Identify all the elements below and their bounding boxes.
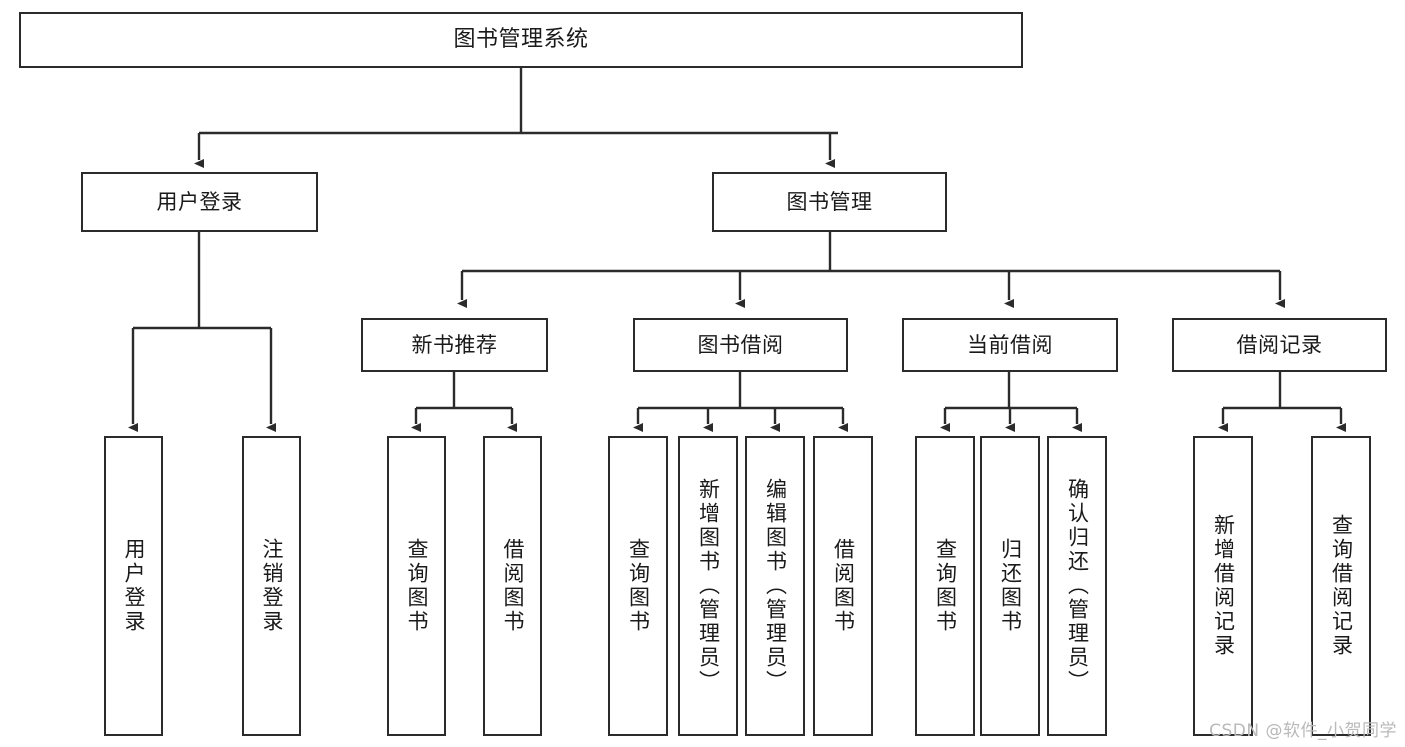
node-label: 新增图书（管理员） xyxy=(696,478,721,694)
node-borrow-record[interactable]: 借阅记录 xyxy=(1172,318,1387,372)
leaf-book-borrow-query[interactable]: 查询图书 xyxy=(608,436,668,736)
node-current-borrow[interactable]: 当前借阅 xyxy=(902,318,1118,372)
node-label: 新增借阅记录 xyxy=(1211,514,1236,658)
leaf-new-book-query[interactable]: 查询图书 xyxy=(387,436,446,736)
node-label: 当前借阅 xyxy=(967,332,1053,357)
node-label: 图书管理系统 xyxy=(453,27,589,53)
leaf-book-borrow-edit[interactable]: 编辑图书（管理员） xyxy=(745,436,805,736)
node-label: 新书推荐 xyxy=(411,332,498,357)
node-label: 借阅图书 xyxy=(501,538,525,634)
node-label: 确认归还（管理员） xyxy=(1065,478,1090,694)
node-label: 用户登录 xyxy=(156,189,243,214)
leaf-book-borrow-add[interactable]: 新增图书（管理员） xyxy=(678,436,738,736)
node-new-book-recommend[interactable]: 新书推荐 xyxy=(361,318,548,372)
node-label: 查询图书 xyxy=(405,538,429,634)
leaf-user-login-signin[interactable]: 用户登录 xyxy=(104,436,163,736)
leaf-borrow-record-query[interactable]: 查询借阅记录 xyxy=(1311,436,1371,736)
leaf-borrow-record-add[interactable]: 新增借阅记录 xyxy=(1193,436,1253,736)
node-book-borrow[interactable]: 图书借阅 xyxy=(633,318,848,372)
node-label: 查询图书 xyxy=(933,538,958,634)
node-label: 图书借阅 xyxy=(697,332,784,357)
node-label: 借阅记录 xyxy=(1236,332,1323,357)
node-label: 查询借阅记录 xyxy=(1329,514,1354,658)
node-root-system[interactable]: 图书管理系统 xyxy=(19,12,1023,68)
node-label: 注销登录 xyxy=(260,538,284,634)
leaf-current-borrow-return[interactable]: 归还图书 xyxy=(980,436,1040,736)
node-user-login[interactable]: 用户登录 xyxy=(81,172,318,232)
node-book-management[interactable]: 图书管理 xyxy=(712,172,947,232)
leaf-current-borrow-query[interactable]: 查询图书 xyxy=(915,436,975,736)
node-label: 查询图书 xyxy=(626,538,651,634)
node-label: 图书管理 xyxy=(786,189,873,214)
node-label: 用户登录 xyxy=(122,538,146,634)
node-label: 编辑图书（管理员） xyxy=(763,478,788,694)
node-label: 归还图书 xyxy=(998,538,1023,634)
leaf-user-login-signout[interactable]: 注销登录 xyxy=(242,436,301,736)
watermark-text: CSDN @软件_小贺同学 xyxy=(1209,721,1397,741)
leaf-current-borrow-confirm-return[interactable]: 确认归还（管理员） xyxy=(1047,436,1107,736)
leaf-book-borrow-lend[interactable]: 借阅图书 xyxy=(813,436,873,736)
leaf-new-book-borrow[interactable]: 借阅图书 xyxy=(483,436,542,736)
node-label: 借阅图书 xyxy=(831,538,856,634)
